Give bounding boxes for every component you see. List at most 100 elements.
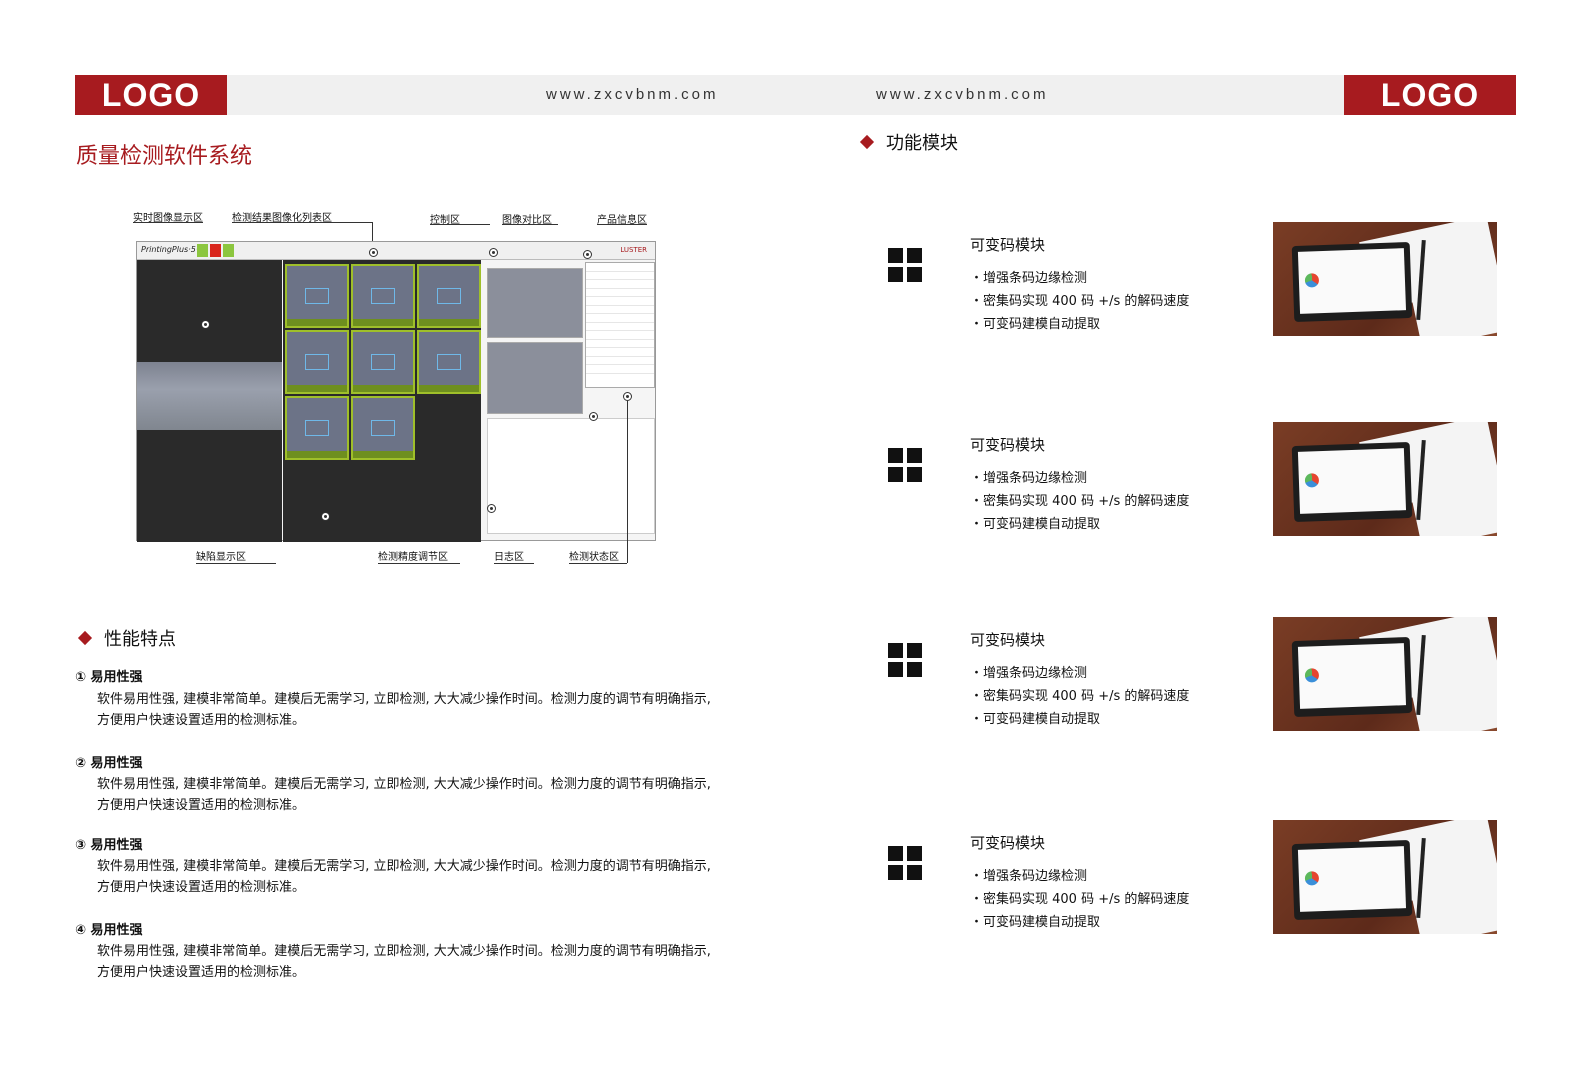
callout-status: 检测状态区 [569, 552, 619, 563]
leader-line [597, 224, 647, 225]
modules-heading-text: 功能模块 [886, 133, 958, 154]
module-bullet: ・密集码实现 400 码 +/s 的解码速度 [970, 294, 1190, 309]
result-thumbnail[interactable] [285, 330, 349, 394]
performance-heading-text: 性能特点 [104, 629, 176, 650]
logo-left: LOGO [75, 75, 227, 115]
compare-image-top [487, 268, 583, 338]
module-title: 可变码模块 [970, 631, 1046, 649]
result-thumbnail[interactable] [285, 264, 349, 328]
product-info-panel [585, 262, 655, 388]
tablet [1291, 636, 1413, 718]
leader-line [569, 563, 627, 564]
marker-result-list [369, 248, 378, 257]
grid-icon [888, 448, 922, 482]
status-red-swatch[interactable] [210, 244, 221, 257]
module-card: 可变码模块 ・增强条码边缘检测 ・密集码实现 400 码 +/s 的解码速度 ・… [888, 422, 1508, 554]
callout-compare: 图像对比区 [502, 215, 552, 226]
tablet-screen [1297, 643, 1407, 709]
marker-precision [487, 504, 496, 513]
pie-chart-icon [1304, 273, 1320, 288]
brand-label: LUSTER [620, 246, 647, 254]
feature-heading: ① 易用性强 [75, 670, 143, 685]
tablet [1291, 241, 1413, 323]
leader-line [494, 563, 534, 564]
modules-heading: 功能模块 [859, 129, 958, 155]
performance-heading: 性能特点 [77, 625, 176, 651]
status-green-swatch[interactable] [223, 244, 234, 257]
result-thumbnail[interactable] [351, 264, 415, 328]
marker-defect [321, 512, 330, 521]
feature-heading: ④ 易用性强 [75, 923, 143, 938]
app-window: PrintingPlus·5· LUSTER [136, 241, 656, 542]
logo-right: LOGO [1344, 75, 1516, 115]
module-bullet: ・可变码建模自动提取 [970, 317, 1101, 332]
callout-precision: 检测精度调节区 [378, 552, 448, 563]
marker-status [623, 392, 632, 401]
module-bullet: ・增强条码边缘检测 [970, 271, 1088, 286]
tablet-screen [1297, 846, 1407, 912]
leader-line [627, 401, 628, 563]
module-title: 可变码模块 [970, 436, 1046, 454]
marker-log [589, 412, 598, 421]
realtime-image-strip [137, 362, 282, 430]
callout-product-info: 产品信息区 [597, 215, 647, 226]
result-thumbnail[interactable] [417, 330, 481, 394]
tablet [1291, 839, 1413, 921]
callout-defect: 缺陷显示区 [196, 552, 246, 563]
software-screenshot: 实时图像显示区 检测结果图像化列表区 控制区 图像对比区 产品信息区 Print… [128, 205, 673, 585]
page-title: 质量检测软件系统 [76, 144, 253, 169]
tablet [1291, 441, 1413, 523]
grid-icon [888, 248, 922, 282]
module-bullet: ・可变码建模自动提取 [970, 915, 1101, 930]
leader-line [378, 563, 460, 564]
result-thumbnail[interactable] [351, 330, 415, 394]
marker-control [489, 248, 498, 257]
pie-chart-icon [1304, 668, 1320, 683]
result-thumbnail[interactable] [285, 396, 349, 460]
module-card: 可变码模块 ・增强条码边缘检测 ・密集码实现 400 码 +/s 的解码速度 ・… [888, 820, 1508, 952]
tablet-dashboard-photo [1273, 820, 1497, 934]
tablet-screen [1297, 448, 1407, 514]
feature-description: 软件易用性强, 建模非常简单。建模后无需学习, 立即检测, 大大减少操作时间。检… [97, 692, 711, 728]
module-bullet: ・密集码实现 400 码 +/s 的解码速度 [970, 892, 1190, 907]
module-card: 可变码模块 ・增强条码边缘检测 ・密集码实现 400 码 +/s 的解码速度 ・… [888, 617, 1508, 749]
feature-heading: ② 易用性强 [75, 756, 143, 771]
leader-line [232, 222, 372, 223]
leader-line [502, 224, 558, 225]
feature-description: 软件易用性强, 建模非常简单。建模后无需学习, 立即检测, 大大减少操作时间。检… [97, 777, 711, 813]
tablet-dashboard-photo [1273, 222, 1497, 336]
result-thumbnail[interactable] [417, 264, 481, 328]
feature-description: 软件易用性强, 建模非常简单。建模后无需学习, 立即检测, 大大减少操作时间。检… [97, 944, 711, 980]
module-bullet: ・增强条码边缘检测 [970, 869, 1088, 884]
tablet-dashboard-photo [1273, 422, 1497, 536]
diamond-bullet-icon [859, 134, 875, 150]
pie-chart-icon [1304, 473, 1320, 488]
tablet-dashboard-photo [1273, 617, 1497, 731]
leader-line [430, 224, 490, 225]
module-title: 可变码模块 [970, 236, 1046, 254]
marker-realtime [201, 320, 210, 329]
leader-line [372, 222, 373, 248]
marker-product-info [583, 250, 592, 259]
realtime-display-area [137, 260, 282, 542]
result-thumbnail[interactable] [351, 396, 415, 460]
status-green-swatch[interactable] [197, 244, 208, 257]
compare-image-bottom [487, 342, 583, 414]
callout-control: 控制区 [430, 215, 460, 226]
callout-log: 日志区 [494, 552, 524, 563]
log-and-control-panel [487, 418, 655, 534]
grid-icon [888, 846, 922, 880]
pie-chart-icon [1304, 871, 1320, 886]
website-url-left[interactable]: www.zxcvbnm.com [546, 86, 719, 103]
diamond-bullet-icon [77, 630, 93, 646]
module-bullet: ・增强条码边缘检测 [970, 471, 1088, 486]
app-name: PrintingPlus·5· [141, 245, 199, 254]
module-bullet: ・可变码建模自动提取 [970, 517, 1101, 532]
website-url-right[interactable]: www.zxcvbnm.com [876, 86, 1049, 103]
tablet-screen [1297, 248, 1407, 314]
app-toolbar: PrintingPlus·5· LUSTER [137, 242, 655, 260]
grid-icon [888, 643, 922, 677]
callout-realtime: 实时图像显示区 [133, 213, 203, 224]
leader-line [133, 222, 203, 223]
